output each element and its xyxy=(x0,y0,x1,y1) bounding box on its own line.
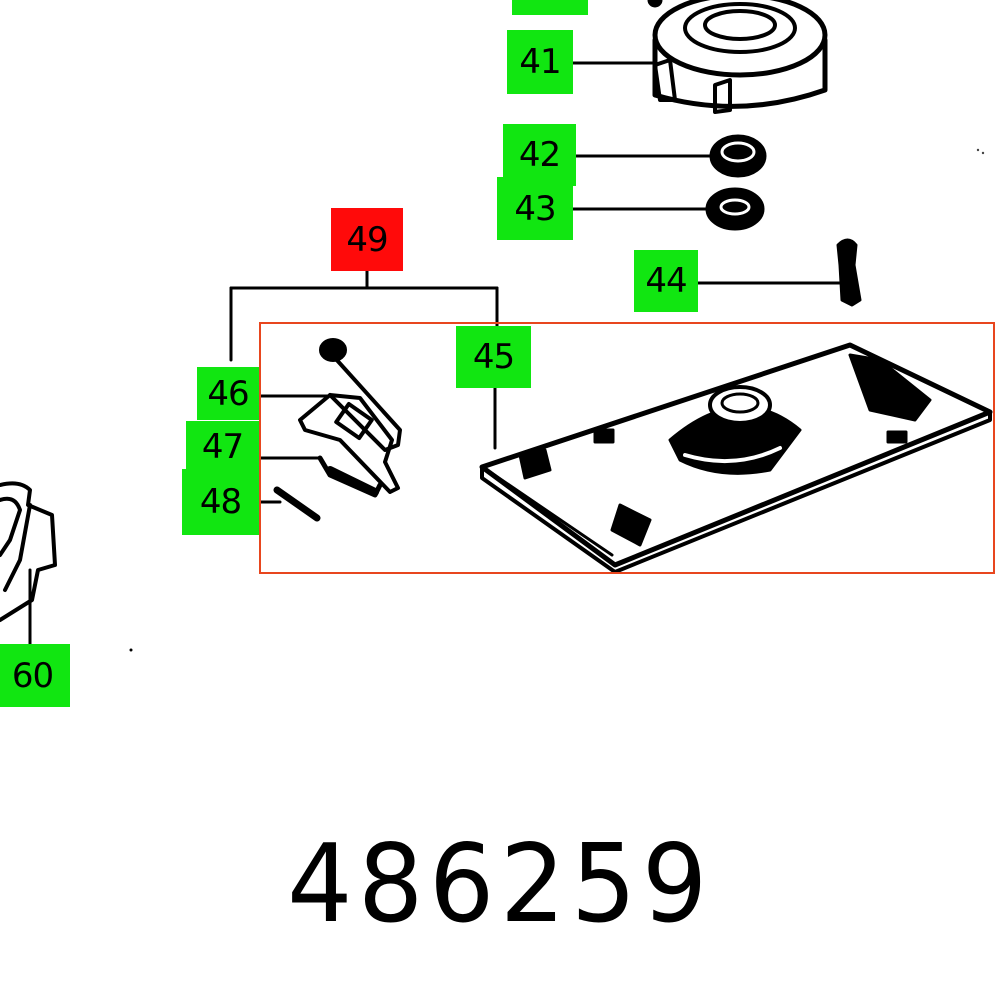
callout-43-label: 43 xyxy=(514,188,556,229)
callout-42[interactable]: 42 xyxy=(503,124,576,186)
part-number: 486259 xyxy=(287,822,713,947)
bearing-housing-drawing xyxy=(647,0,828,114)
callout-41-label: 41 xyxy=(519,42,561,82)
callout-45[interactable]: 45 xyxy=(456,326,531,388)
housing-fragment-drawing xyxy=(0,481,57,622)
callout-60-label: 60 xyxy=(11,655,54,696)
callout-46[interactable]: 46 xyxy=(197,367,259,420)
callout-42-label: 42 xyxy=(518,135,561,175)
callout-47-label: 47 xyxy=(201,427,244,467)
callout-43[interactable]: 43 xyxy=(497,177,573,240)
callout-41[interactable]: 41 xyxy=(507,30,573,94)
callout-48-label: 48 xyxy=(199,482,242,522)
callout-47[interactable]: 47 xyxy=(186,421,259,473)
callout-45-label: 45 xyxy=(472,337,515,377)
assembly-highlight-frame xyxy=(259,322,995,574)
callout-48[interactable]: 48 xyxy=(182,469,259,535)
callout-44[interactable]: 44 xyxy=(634,250,698,312)
callout-49-label: 49 xyxy=(346,219,388,260)
callout-44-label: 44 xyxy=(645,261,687,301)
callout-40[interactable] xyxy=(512,0,588,15)
callout-46-label: 46 xyxy=(207,373,249,414)
callout-60[interactable]: 60 xyxy=(0,644,70,707)
callout-49[interactable]: 49 xyxy=(331,208,403,271)
clamp-lever-drawing xyxy=(298,338,402,494)
base-plate-drawing xyxy=(479,342,993,574)
